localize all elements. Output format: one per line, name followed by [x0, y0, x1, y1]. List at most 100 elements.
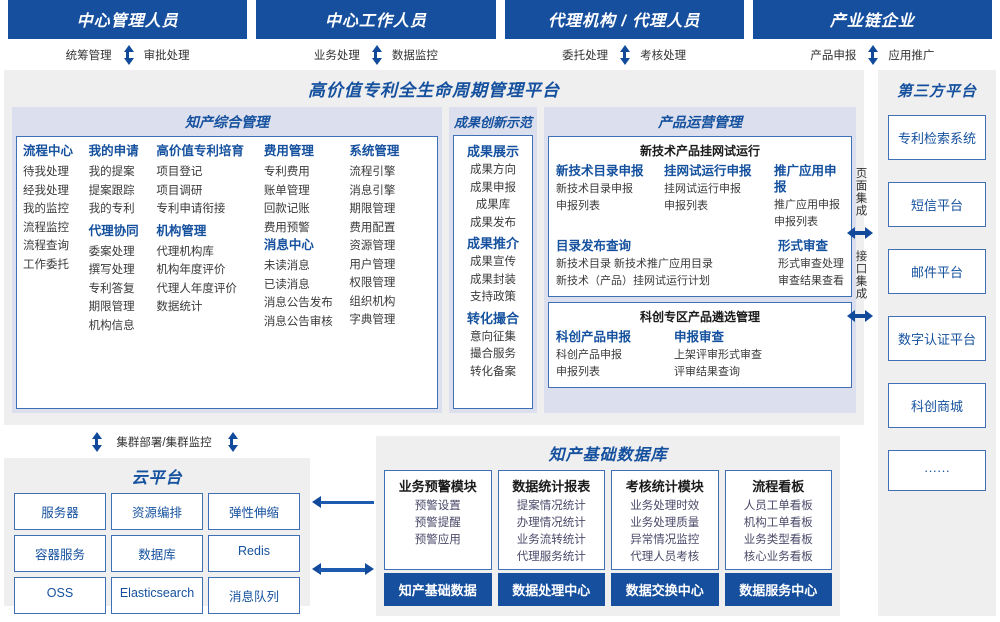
menu-item[interactable]: 代理机构库: [156, 245, 214, 258]
menu-item[interactable]: 项目调研: [156, 184, 203, 197]
menu-item[interactable]: 费用配置: [349, 221, 396, 234]
menu-item[interactable]: 支持政策: [470, 291, 516, 303]
menu-item[interactable]: 代理人年度评价: [156, 282, 237, 295]
db-item[interactable]: 办理情况统计: [516, 517, 586, 529]
db-item[interactable]: 预警设置: [414, 500, 461, 512]
db-item[interactable]: 预警提醒: [414, 517, 461, 529]
menu-item[interactable]: 待我处理: [23, 166, 69, 178]
db-item[interactable]: 提案情况统计: [516, 500, 586, 512]
menu-item[interactable]: 新技术目录 新技术推广应用目录: [556, 258, 714, 270]
db-footer[interactable]: 数据处理中心: [497, 573, 605, 606]
menu-item[interactable]: 我的提案: [88, 166, 135, 178]
menu-item[interactable]: 消息引擎: [349, 184, 396, 197]
third-party-item[interactable]: 邮件平台: [888, 249, 986, 294]
menu-item[interactable]: 成果宣传: [470, 256, 516, 268]
menu-item[interactable]: 机构年度评价: [156, 264, 226, 276]
third-party-item[interactable]: 数字认证平台: [888, 316, 986, 361]
menu-item[interactable]: 专利费用: [263, 166, 310, 178]
group-header: 申报审查: [674, 330, 725, 344]
group-header: 新技术目录申报: [556, 164, 644, 178]
menu-item[interactable]: 期限管理: [349, 203, 396, 215]
menu-item[interactable]: 账单管理: [263, 184, 310, 197]
menu-item[interactable]: 申报列表: [664, 200, 708, 212]
menu-item[interactable]: 回款记账: [263, 203, 310, 215]
menu-item[interactable]: 挂网试运行申报: [664, 183, 741, 195]
db-footer[interactable]: 数据服务中心: [724, 573, 832, 606]
db-item[interactable]: 代理服务统计: [516, 551, 586, 563]
menu-item[interactable]: 提案跟踪: [88, 184, 135, 197]
menu-item[interactable]: 权限管理: [349, 277, 396, 289]
menu-item[interactable]: 申报列表: [556, 200, 600, 212]
menu-item[interactable]: 字典管理: [349, 314, 396, 326]
role-card-0: 中心管理人员 统筹管理 审批处理: [8, 0, 248, 66]
menu-item[interactable]: 意向征集: [470, 330, 516, 343]
menu-item[interactable]: 流程引擎: [349, 166, 396, 178]
db-item[interactable]: 人员工单看板: [743, 500, 813, 512]
menu-item[interactable]: 组织机构: [349, 295, 396, 308]
db-item[interactable]: 核心业务看板: [743, 551, 813, 563]
cloud-cell[interactable]: 容器服务: [14, 535, 106, 572]
menu-item[interactable]: 转化备案: [470, 365, 516, 378]
menu-item[interactable]: 成果方向: [470, 164, 516, 176]
menu-item[interactable]: 申报列表: [774, 216, 818, 228]
menu-item[interactable]: 撰写处理: [88, 264, 135, 276]
menu-item[interactable]: 项目登记: [156, 166, 203, 178]
db-item[interactable]: 业务类型看板: [743, 534, 813, 546]
cloud-cell[interactable]: 数据库: [111, 535, 203, 572]
menu-item[interactable]: 流程查询: [23, 240, 69, 252]
menu-item[interactable]: 成果发布: [470, 216, 516, 229]
cloud-cell[interactable]: 消息队列: [208, 577, 300, 614]
db-item[interactable]: 异常情况监控: [630, 534, 700, 546]
menu-item[interactable]: 上架评审形式审查: [674, 349, 762, 361]
menu-item[interactable]: 形式审查处理: [778, 258, 844, 270]
db-item[interactable]: 业务流转统计: [516, 534, 586, 546]
menu-item[interactable]: 流程监控: [23, 221, 69, 234]
menu-item[interactable]: 撮合服务: [470, 348, 516, 360]
db-footer[interactable]: 知产基础数据: [384, 573, 492, 606]
menu-item[interactable]: 用户管理: [349, 258, 396, 271]
db-item[interactable]: 代理人员考核: [630, 551, 700, 563]
menu-item[interactable]: 我的监控: [23, 203, 69, 215]
cloud-cell[interactable]: Redis: [208, 535, 300, 572]
menu-item[interactable]: 成果封装: [470, 273, 516, 286]
menu-item[interactable]: 期限管理: [88, 301, 135, 313]
menu-item[interactable]: 工作委托: [23, 258, 69, 271]
db-item[interactable]: 预警应用: [414, 534, 461, 546]
db-footer[interactable]: 数据交换中心: [611, 573, 719, 606]
menu-item[interactable]: 成果库: [475, 199, 511, 211]
menu-item[interactable]: 资源管理: [349, 240, 396, 252]
third-party-item[interactable]: 短信平台: [888, 182, 986, 227]
cloud-cell[interactable]: 服务器: [14, 493, 106, 530]
menu-item[interactable]: 新技术（产品）挂网试运行计划: [556, 275, 710, 287]
menu-item[interactable]: 委案处理: [88, 245, 135, 258]
cloud-cell[interactable]: 弹性伸缩: [208, 493, 300, 530]
menu-item[interactable]: 专利答复: [88, 282, 135, 295]
menu-item[interactable]: 专利申请衔接: [156, 203, 226, 215]
menu-item[interactable]: 数据统计: [156, 301, 203, 313]
db-item[interactable]: 机构工单看板: [743, 517, 813, 529]
menu-item[interactable]: 消息公告审核: [263, 315, 333, 328]
db-item[interactable]: 业务处理质量: [630, 517, 700, 529]
menu-item[interactable]: 经我处理: [23, 184, 69, 197]
third-party-item[interactable]: 专利检索系统: [888, 115, 986, 160]
menu-item[interactable]: 推广应用申报: [774, 199, 840, 211]
menu-item[interactable]: 申报列表: [556, 366, 600, 378]
third-party-item[interactable]: ······: [888, 450, 986, 491]
menu-item[interactable]: 已读消息: [263, 278, 310, 291]
menu-item[interactable]: 科创产品申报: [556, 349, 622, 361]
menu-item[interactable]: 评审结果查询: [674, 366, 740, 378]
menu-item[interactable]: 消息公告发布: [263, 297, 333, 309]
menu-item[interactable]: 新技术目录申报: [556, 183, 633, 195]
cloud-cell[interactable]: 资源编排: [111, 493, 203, 530]
menu-item[interactable]: 审查结果查看: [778, 275, 844, 287]
cloud-cell[interactable]: OSS: [14, 577, 106, 614]
subbox-kechuang: 科创专区产品遴选管理 科创产品申报 科创产品申报 申报列表 申报审查 上架评审形…: [548, 302, 852, 388]
menu-item[interactable]: 费用预警: [263, 221, 310, 234]
third-party-item[interactable]: 科创商城: [888, 383, 986, 428]
menu-item[interactable]: 成果申报: [470, 181, 516, 194]
menu-item[interactable]: 未读消息: [263, 260, 310, 272]
cloud-cell[interactable]: Elasticsearch: [111, 577, 203, 614]
menu-item[interactable]: 我的专利: [88, 203, 135, 215]
menu-item[interactable]: 机构信息: [88, 319, 135, 332]
db-item[interactable]: 业务处理时效: [630, 500, 700, 512]
